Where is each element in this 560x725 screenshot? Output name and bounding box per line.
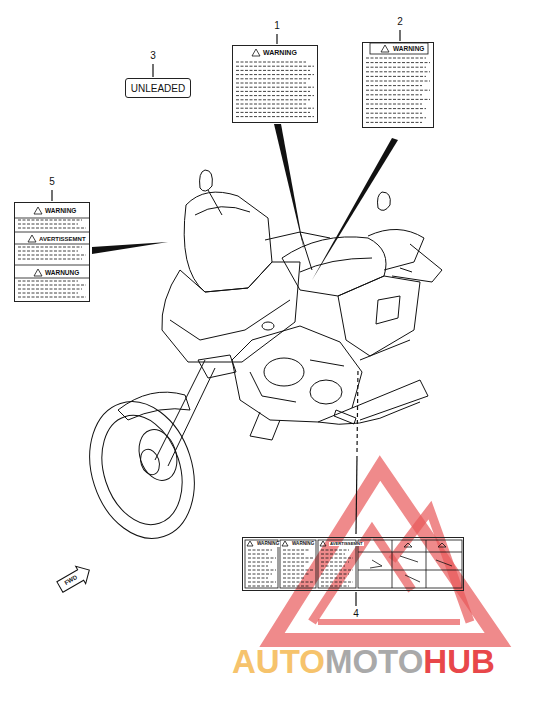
label-heading: WARNING xyxy=(45,208,76,215)
warning-label: WARNING xyxy=(362,42,434,128)
label-text: AVERTISSEMNT xyxy=(39,236,86,242)
callout-number: 3 xyxy=(150,51,156,61)
callout-number: 2 xyxy=(397,17,403,27)
warning-label: WARNING xyxy=(232,45,318,123)
label-heading: WARNING xyxy=(393,46,424,53)
label-text: WARNUNG xyxy=(45,270,79,277)
watermark-text: MOTO xyxy=(325,645,423,678)
label-text: WARNING xyxy=(291,542,315,547)
label-heading: WARNING xyxy=(263,49,297,56)
watermark-text: HUB xyxy=(423,645,495,678)
label-text: UNLEADED xyxy=(131,84,185,94)
callout-number: 5 xyxy=(49,177,55,187)
watermark-text: AUTO xyxy=(232,645,325,678)
fuel-label: UNLEADED xyxy=(125,78,191,98)
label-text: AVERTISSEMNT xyxy=(329,542,364,546)
trilingual-warning-label: WARNING AVERTISSEMNT WARNUNG xyxy=(14,202,90,302)
callout-number: 4 xyxy=(353,609,359,619)
label-heading: WARNING xyxy=(256,542,280,547)
information-label: WARNING WARNING AVERTISSEMNT xyxy=(242,537,464,591)
callout-number: 1 xyxy=(274,21,280,31)
